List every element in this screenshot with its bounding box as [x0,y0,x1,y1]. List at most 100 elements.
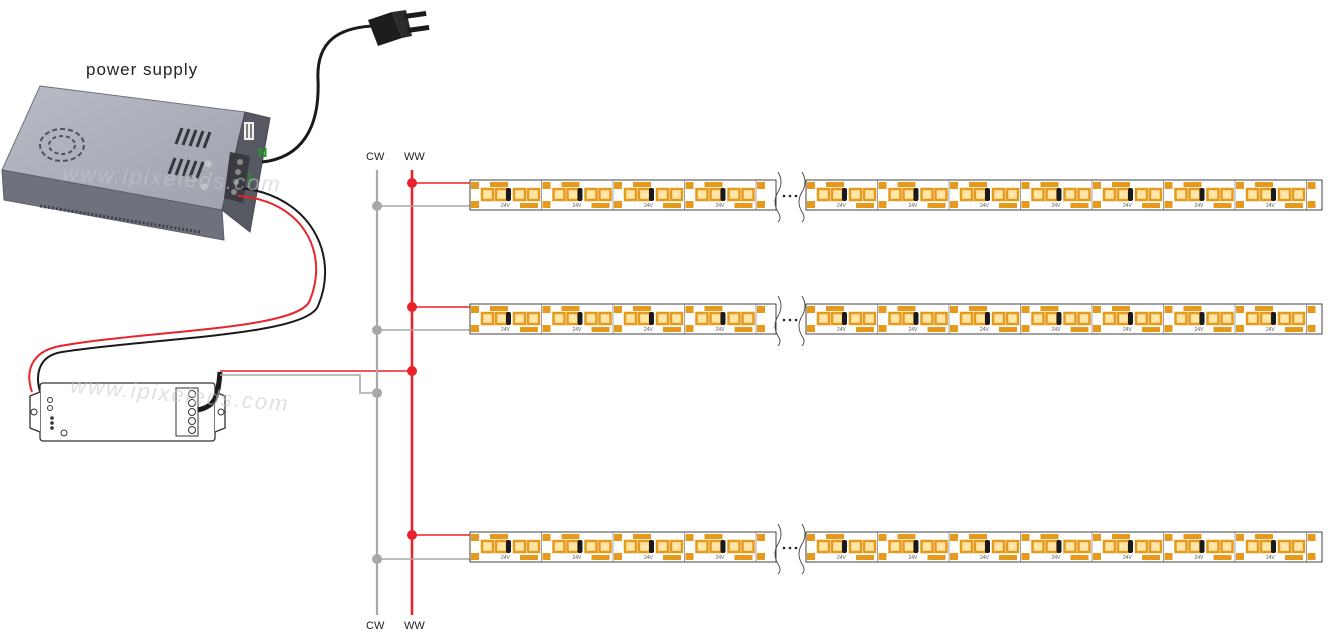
led-chip [888,311,902,326]
solder-pad [757,553,765,560]
resistor [506,540,511,553]
voltage-marking: 24V [716,203,726,209]
led-chip [934,311,948,326]
led-chip [1005,311,1020,326]
led-chip [888,187,902,202]
solder-pad [685,201,694,208]
led-chip [830,187,845,202]
led-chip [1148,311,1163,326]
led-chip [598,539,612,554]
led-chip [695,311,709,326]
voltage-marking: 24V [573,327,583,333]
solder-pad [542,306,551,313]
resistor [577,312,583,325]
solder-pad [1164,182,1173,189]
solder-pad [614,306,622,313]
led-chip [1063,187,1077,202]
led-chip [526,539,541,554]
led-chip [1245,187,1260,202]
led-chip [1245,539,1260,554]
led-chip [1134,539,1149,554]
led-chip [902,187,916,202]
resistor [985,540,990,553]
voltage-marking: 24V [1266,203,1276,209]
led-chip [1206,539,1220,554]
resistor [1271,188,1276,201]
led-chip [991,539,1006,554]
solder-pad [878,325,887,332]
solder-pad [950,553,958,560]
solder-pad [1164,306,1173,313]
led-chip [655,311,670,326]
led-chip [1220,539,1234,554]
resistor [1056,312,1062,325]
solder-pad [471,534,479,541]
solder-pad [950,325,958,332]
led-chip [920,311,934,326]
voltage-marking: 24V [1052,555,1062,561]
led-chip [1188,187,1202,202]
led-chip [526,187,541,202]
led-chip [623,539,638,554]
voltage-marking: 24V [1052,203,1062,209]
led-chip [512,311,527,326]
led-chip [655,187,670,202]
resistor [649,188,654,201]
led-chip [1031,539,1045,554]
voltage-marking: 24V [837,327,847,333]
solder-pad [1307,553,1316,560]
solder-pad [1236,201,1244,208]
voltage-marking: 24V [501,327,511,333]
led-chip [1077,539,1091,554]
solder-pad [1021,306,1030,313]
led-chip [1188,311,1202,326]
led-chip [480,539,495,554]
led-chip [1063,539,1077,554]
resistor [720,540,726,553]
voltage-marking: 24V [644,327,654,333]
fan-icon [39,128,85,162]
voltage-marking: 24V [1195,327,1205,333]
solder-pad [1093,553,1101,560]
led-chip [655,539,670,554]
solder-pad [542,534,551,541]
led-chip [1291,539,1306,554]
led-chip [480,187,495,202]
solder-pad [1021,182,1030,189]
solder-pad [1236,553,1244,560]
led-chip [1045,187,1059,202]
led-chip [709,539,723,554]
terminal-block [224,122,254,203]
plus-symbol-icon: ⊕ [200,182,208,193]
led-chip [1045,539,1059,554]
solder-pad [542,182,551,189]
solder-pad [807,553,815,560]
led-chip [512,187,527,202]
solder-pad [1021,553,1030,560]
solder-pad [807,306,815,313]
ww-label-bottom: WW [404,620,425,632]
voltage-marking: 24V [1052,327,1062,333]
voltage-marking: 24V [573,203,583,209]
voltage-marking: 24V [1195,203,1205,209]
led-chip [669,187,684,202]
power-supply-title: power supply [86,60,199,79]
solder-pad [1164,534,1173,541]
led-chip [934,187,948,202]
led-chip [848,187,863,202]
led-chip [1259,311,1274,326]
led-chip [848,311,863,326]
resistor [842,312,847,325]
solder-pad [1093,534,1101,541]
led-chip [1148,539,1163,554]
feed-cw [220,374,378,394]
led-chip [888,539,902,554]
led-chip [862,187,877,202]
resistor [985,188,990,201]
